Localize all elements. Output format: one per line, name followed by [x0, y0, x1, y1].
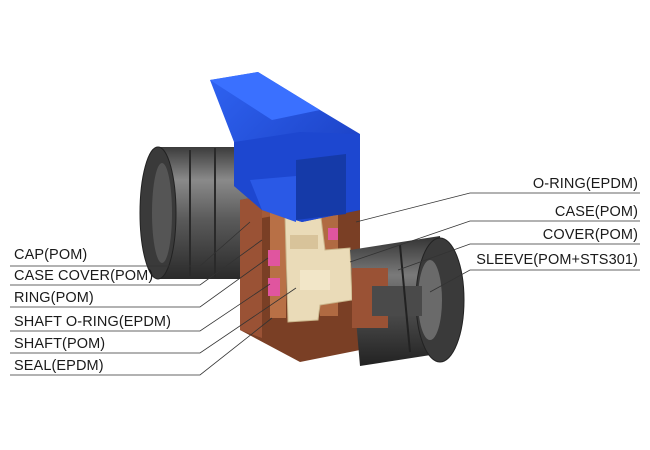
label-shaft: SHAFT(POM)	[14, 336, 106, 352]
shaft-section	[284, 209, 353, 323]
leader-lines-right	[349, 192, 640, 293]
label-seal: SEAL(EPDM)	[14, 358, 104, 374]
leader-lines-left	[10, 221, 297, 376]
label-case: CASE(POM)	[554, 204, 638, 220]
label-sleeve: SLEEVE(POM+STS301)	[476, 252, 638, 268]
label-shaft-o-ring: SHAFT O-RING(EPDM)	[14, 314, 172, 330]
label-cap: CAP(POM)	[14, 247, 88, 263]
label-case-cover: CASE COVER(POM)	[14, 268, 154, 284]
label-ring: RING(POM)	[14, 290, 94, 306]
label-cover: COVER(POM)	[542, 227, 638, 243]
blue-handle	[210, 72, 360, 222]
label-o-ring: O-RING(EPDM)	[532, 176, 638, 192]
right-cylinder	[350, 236, 465, 366]
